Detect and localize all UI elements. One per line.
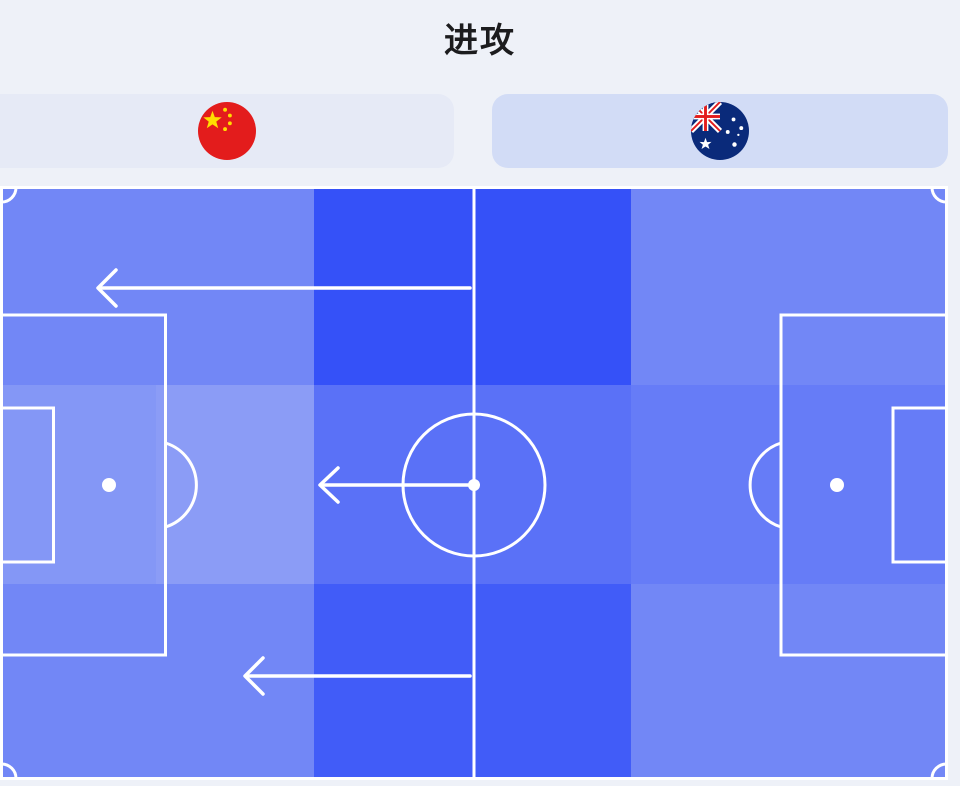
team-tab-australia[interactable]	[492, 94, 948, 168]
left-penalty-arc	[165, 441, 198, 529]
corner-arc-top-left	[1, 187, 18, 204]
china-flag-icon	[198, 102, 256, 160]
heat-cell-r1-c0	[0, 385, 156, 584]
corner-arc-bottom-right	[930, 762, 947, 779]
attack-arrow-top	[96, 268, 472, 308]
right-goal-box	[891, 406, 948, 564]
heat-cell-r0-c4	[631, 186, 789, 385]
heat-cell-r2-c4	[631, 584, 789, 780]
header: 进攻	[0, 0, 960, 74]
attack-arrow-middle	[318, 466, 472, 504]
pitch-spots	[102, 478, 844, 492]
heat-cell-r2-c3	[474, 584, 631, 780]
heat-cell-r1-c5	[789, 385, 948, 584]
heat-cell-r0-c5	[789, 186, 948, 385]
team-tab-china[interactable]	[0, 94, 454, 168]
pitch-svg	[0, 186, 948, 780]
heat-cell-r2-c0	[0, 584, 156, 780]
heat-cell-r2-c5	[789, 584, 948, 780]
heat-cell-r1-c4	[631, 385, 789, 584]
heat-cell-r0-c0	[0, 186, 156, 385]
right-penalty-arc	[748, 441, 782, 529]
pitch-heatmap	[0, 186, 948, 780]
corner-arc-top-right	[930, 187, 947, 204]
heat-cell-r0-c1	[156, 186, 314, 385]
right-penalty-spot	[830, 478, 844, 492]
attack-arrow-bottom	[243, 656, 472, 696]
page-title: 进攻	[444, 20, 516, 61]
australia-flag-icon	[691, 102, 749, 160]
heat-cell-r0-c3	[474, 186, 631, 385]
left-goal-box	[0, 406, 55, 564]
attack-arrows	[96, 268, 472, 696]
heat-cell-r0-c2	[314, 186, 474, 385]
left-penalty-spot	[102, 478, 116, 492]
heat-cell-r2-c1	[156, 584, 314, 780]
center-spot	[468, 479, 480, 491]
heat-cell-r1-c3	[474, 385, 631, 584]
heat-cell-r1-c1	[156, 385, 314, 584]
corner-arc-bottom-left	[1, 762, 18, 779]
heat-cells	[0, 186, 948, 780]
heat-cell-r2-c2	[314, 584, 474, 780]
